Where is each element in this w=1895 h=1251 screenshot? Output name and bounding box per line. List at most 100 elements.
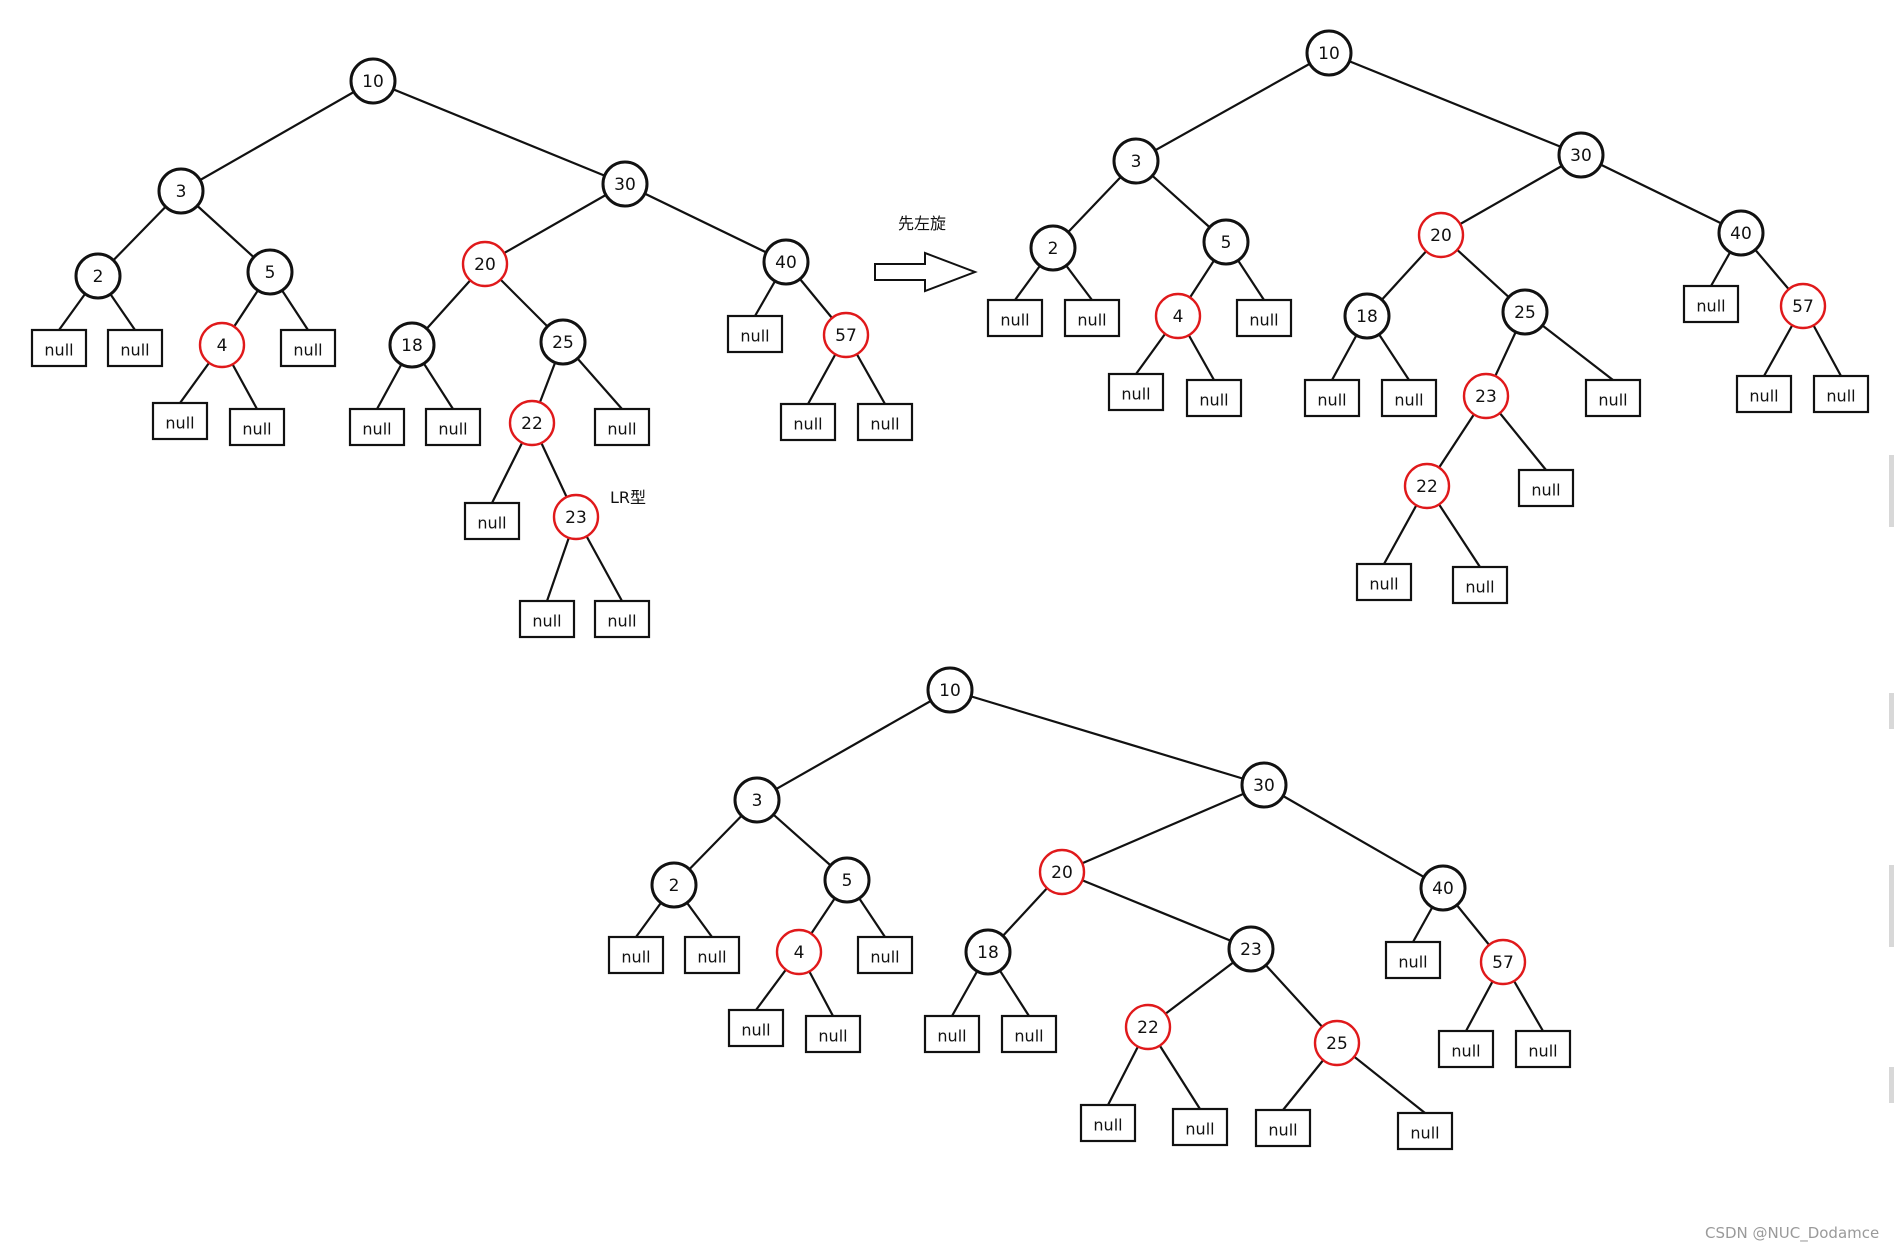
null-label: null xyxy=(1093,1116,1122,1135)
tree-edge xyxy=(1580,154,1742,234)
red-node-circle xyxy=(1313,1019,1361,1067)
node-label: 22 xyxy=(521,414,543,434)
null-box xyxy=(348,407,406,447)
tree-edge xyxy=(1061,870,1252,951)
null-leaf: null xyxy=(1380,378,1438,418)
scrollbar-mark xyxy=(1889,865,1894,947)
black-node-circle xyxy=(733,776,781,824)
black-node-circle xyxy=(1029,224,1077,272)
null-box xyxy=(607,935,665,975)
tree-node-4: 4 xyxy=(1154,292,1202,340)
null-label: null xyxy=(1000,311,1029,330)
null-label: null xyxy=(1749,387,1778,406)
black-node-circle xyxy=(157,167,205,215)
null-box xyxy=(1451,565,1509,605)
black-node-circle xyxy=(1557,131,1605,179)
node-label: 25 xyxy=(1326,1034,1348,1054)
null-label: null xyxy=(120,341,149,360)
null-leaf: null xyxy=(1185,378,1243,418)
null-leaf: null xyxy=(1303,378,1361,418)
black-node-circle xyxy=(762,238,810,286)
node-label: 18 xyxy=(977,943,999,963)
null-label: null xyxy=(1451,1042,1480,1061)
null-label: null xyxy=(1394,391,1423,410)
null-label: null xyxy=(532,612,561,631)
node-label: 3 xyxy=(1131,152,1142,172)
null-box xyxy=(1171,1107,1229,1147)
null-leaf: null xyxy=(727,1008,785,1048)
null-box xyxy=(1812,374,1870,414)
null-leaf: null xyxy=(279,328,337,368)
tree-node-25: 25 xyxy=(1501,288,1549,336)
null-box xyxy=(1396,1111,1454,1151)
tree-node-18: 18 xyxy=(388,321,436,369)
null-box xyxy=(779,402,837,442)
tree-node-4: 4 xyxy=(198,321,246,369)
null-box xyxy=(1079,1103,1137,1143)
null-label: null xyxy=(1826,387,1855,406)
node-label: 25 xyxy=(552,333,574,353)
null-box xyxy=(106,328,164,368)
tree-node-23: 23 xyxy=(552,493,600,541)
null-box xyxy=(1384,940,1442,980)
black-node-circle xyxy=(1717,209,1765,257)
red-node-circle xyxy=(1403,462,1451,510)
node-label: 4 xyxy=(217,336,228,356)
red-node-circle xyxy=(1038,848,1086,896)
null-leaf: null xyxy=(348,407,406,447)
null-label: null xyxy=(1268,1121,1297,1140)
red-node-circle xyxy=(198,321,246,369)
tree-edge xyxy=(1263,784,1444,889)
null-label: null xyxy=(44,341,73,360)
red-node-circle xyxy=(508,399,556,447)
null-box xyxy=(593,599,651,639)
black-node-circle xyxy=(1343,292,1391,340)
null-leaf: null xyxy=(1517,468,1575,508)
null-box xyxy=(424,407,482,447)
null-label: null xyxy=(165,414,194,433)
null-box xyxy=(923,1014,981,1054)
null-label: null xyxy=(818,1027,847,1046)
null-label: null xyxy=(621,948,650,967)
red-node-circle xyxy=(822,311,870,359)
null-label: null xyxy=(1317,391,1346,410)
node-label: 40 xyxy=(775,253,797,273)
null-box xyxy=(856,935,914,975)
black-node-circle xyxy=(1501,288,1549,336)
null-box xyxy=(726,314,784,354)
node-label: 4 xyxy=(1173,307,1184,327)
null-box xyxy=(986,298,1044,338)
node-label: 3 xyxy=(752,791,763,811)
null-label: null xyxy=(697,948,726,967)
tree-node-20: 20 xyxy=(1417,211,1465,259)
null-label: null xyxy=(362,420,391,439)
black-node-circle xyxy=(601,160,649,208)
tree-node-18: 18 xyxy=(964,928,1012,976)
null-leaf: null xyxy=(986,298,1044,338)
null-box xyxy=(727,1008,785,1048)
null-box xyxy=(1107,372,1165,412)
black-node-circle xyxy=(1112,137,1160,185)
null-leaf: null xyxy=(151,401,209,441)
watermark: CSDN @NUC_Dodamce xyxy=(1705,1224,1879,1243)
tree-edge xyxy=(180,80,374,192)
null-box xyxy=(683,935,741,975)
tree-node-18: 18 xyxy=(1343,292,1391,340)
node-label: 40 xyxy=(1730,224,1752,244)
node-label: 40 xyxy=(1432,879,1454,899)
null-label: null xyxy=(1398,953,1427,972)
node-label: 2 xyxy=(669,876,680,896)
null-leaf: null xyxy=(106,328,164,368)
node-label: 30 xyxy=(1570,146,1592,166)
node-label: 57 xyxy=(1792,297,1814,317)
node-label: 20 xyxy=(1430,226,1452,246)
null-label: null xyxy=(1077,311,1106,330)
tree-node-25: 25 xyxy=(1313,1019,1361,1067)
null-leaf: null xyxy=(1682,284,1740,324)
black-node-circle xyxy=(650,861,698,909)
null-box xyxy=(1303,378,1361,418)
tree-node-2: 2 xyxy=(1029,224,1077,272)
tree-node-5: 5 xyxy=(1202,218,1250,266)
red-node-circle xyxy=(1479,938,1527,986)
